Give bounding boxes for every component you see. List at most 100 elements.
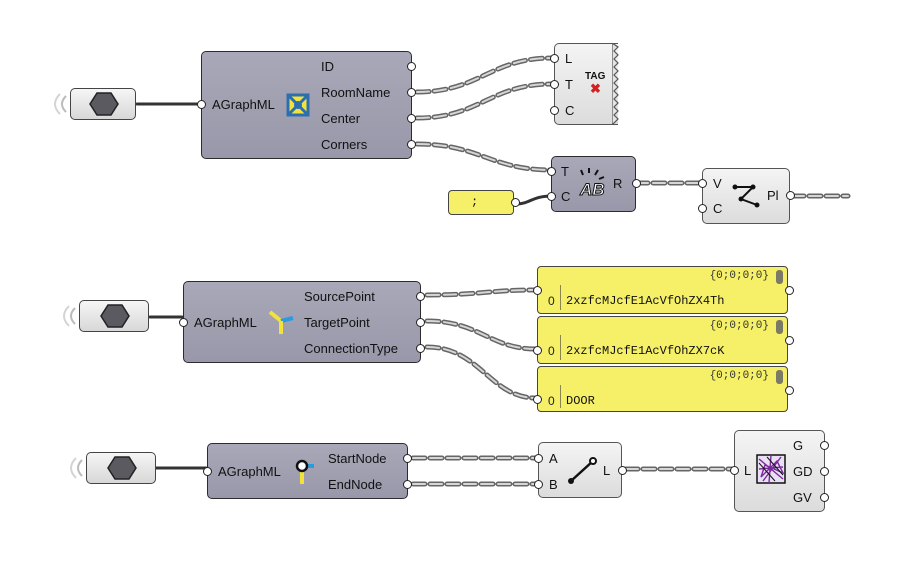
text-tag-component[interactable]: L T C TAG ✖ <box>550 43 618 125</box>
output-panel-connectiontype[interactable]: {0;0;0;0} 0 DOOR <box>533 366 794 412</box>
agraphml-component-rooms[interactable]: AGraphML ID RoomName Center Corners <box>197 51 416 159</box>
panel-path-header: {0;0;0;0} <box>709 270 769 282</box>
graph-component[interactable]: L G GD GV <box>730 430 829 512</box>
graph-output-gd-label: GD <box>793 464 813 479</box>
line-component[interactable]: A B L <box>534 442 627 498</box>
tag-input-c-port[interactable] <box>550 106 559 115</box>
output-corners-port[interactable] <box>407 140 416 149</box>
line-output-l-label: L <box>603 463 611 478</box>
panel-path-header: {0;0;0;0} <box>709 320 769 332</box>
tag-icon-text: TAG <box>585 71 606 82</box>
poly-input-c-port[interactable] <box>698 204 707 213</box>
svg-text:AB: AB <box>579 180 605 199</box>
room-graph-icon <box>286 93 310 117</box>
output-startnode-port[interactable] <box>403 454 412 463</box>
output-center-label: Center <box>321 111 361 126</box>
input-agraphml-port[interactable] <box>197 100 206 109</box>
signal-waves-icon <box>54 93 67 115</box>
text-input-t-label: T <box>561 164 569 179</box>
wire-target-panel <box>424 318 539 352</box>
output-corners-label: Corners <box>321 137 368 152</box>
line-input-b-label: B <box>549 477 558 492</box>
file-path-slider-1[interactable] <box>70 88 136 120</box>
output-endnode-port[interactable] <box>403 480 412 489</box>
poly-input-c-label: C <box>713 201 723 216</box>
hexagon-icon <box>107 456 137 480</box>
graph-output-gv-port[interactable] <box>820 493 829 502</box>
output-endnode-label: EndNode <box>328 477 383 492</box>
panel-index: 0 <box>548 394 555 408</box>
text-tag-3d-component[interactable]: T C R AB <box>547 156 641 212</box>
text-input-t-port[interactable] <box>547 167 556 176</box>
line-input-b-port[interactable] <box>534 480 543 489</box>
component-name-label: AGraphML <box>194 315 257 330</box>
node-icon <box>295 459 314 484</box>
output-sourcepoint-port[interactable] <box>416 292 425 301</box>
signal-waves-icon <box>63 305 76 327</box>
panel-output-port[interactable] <box>785 336 794 345</box>
separator-panel[interactable]: ; <box>448 190 520 215</box>
line-input-a-label: A <box>549 451 558 466</box>
output-panel-targetpoint[interactable]: {0;0;0;0} 0 2xzfcMJcfE1AcVfOhZX7cK <box>533 316 794 364</box>
output-targetpoint-label: TargetPoint <box>304 315 370 330</box>
graph-network-icon <box>756 454 786 484</box>
output-center-port[interactable] <box>407 114 416 123</box>
text-input-c-port[interactable] <box>547 192 556 201</box>
output-connectiontype-label: ConnectionType <box>304 341 398 356</box>
panel-value: 2xzfcMJcfE1AcVfOhZX7cK <box>566 344 725 358</box>
tag-x-icon: ✖ <box>590 81 601 96</box>
output-id-port[interactable] <box>407 62 416 71</box>
output-roomname-port[interactable] <box>407 88 416 97</box>
component-name-label: AGraphML <box>218 464 281 479</box>
panel-value: 2xzfcMJcfE1AcVfOhZX4Th <box>566 294 725 308</box>
tag-input-l-label: L <box>565 51 573 66</box>
polyline-component[interactable]: V C Pl <box>698 168 795 224</box>
line-input-a-port[interactable] <box>534 454 543 463</box>
output-connectiontype-port[interactable] <box>416 344 425 353</box>
agraphml-component-connections[interactable]: AGraphML SourcePoint TargetPoint Connect… <box>179 281 425 363</box>
output-roomname-label: RoomName <box>321 85 391 100</box>
text-output-r-label: R <box>613 176 623 191</box>
wire-type-panel <box>424 344 539 401</box>
output-targetpoint-port[interactable] <box>416 318 425 327</box>
poly-input-v-label: V <box>713 176 722 191</box>
panel-input-port[interactable] <box>533 286 542 295</box>
signal-waves-icon <box>70 457 83 479</box>
tag-input-t-port[interactable] <box>550 80 559 89</box>
panel-index: 0 <box>548 344 555 358</box>
poly-output-pl-label: Pl <box>767 188 779 203</box>
panel-input-port[interactable] <box>533 346 542 355</box>
graph-output-g-port[interactable] <box>820 441 829 450</box>
agraphml-component-nodes[interactable]: AGraphML StartNode EndNode <box>203 443 412 499</box>
separator-output-port[interactable] <box>511 198 520 207</box>
file-path-slider-2[interactable] <box>79 300 149 332</box>
panel-scrollbar[interactable] <box>776 270 783 284</box>
panel-input-port[interactable] <box>533 395 542 404</box>
panel-output-port[interactable] <box>785 386 794 395</box>
graph-output-gd-port[interactable] <box>820 467 829 476</box>
text-output-r-port[interactable] <box>632 179 641 188</box>
file-path-slider-3[interactable] <box>86 452 156 484</box>
hexagon-icon <box>89 92 119 116</box>
output-panel-sourcepoint[interactable]: {0;0;0;0} 0 2xzfcMJcfE1AcVfOhZX4Th <box>533 266 794 314</box>
graph-output-gv-label: GV <box>793 490 812 505</box>
graph-input-l-port[interactable] <box>730 466 739 475</box>
graph-input-l-label: L <box>744 463 752 478</box>
input-agraphml-port[interactable] <box>179 318 188 327</box>
component-name-label: AGraphML <box>212 97 275 112</box>
output-startnode-label: StartNode <box>328 451 387 466</box>
separator-text: ; <box>471 195 479 209</box>
line-icon <box>568 457 597 484</box>
poly-output-pl-port[interactable] <box>786 191 795 200</box>
tag-input-t-label: T <box>565 77 573 92</box>
output-id-label: ID <box>321 59 334 74</box>
poly-input-v-port[interactable] <box>698 179 707 188</box>
connection-icon <box>268 310 294 334</box>
tag-input-l-port[interactable] <box>550 54 559 63</box>
panel-scrollbar[interactable] <box>776 370 783 384</box>
panel-output-port[interactable] <box>785 286 794 295</box>
input-agraphml-port[interactable] <box>203 467 212 476</box>
panel-scrollbar[interactable] <box>776 320 783 334</box>
line-output-l-port[interactable] <box>618 466 627 475</box>
